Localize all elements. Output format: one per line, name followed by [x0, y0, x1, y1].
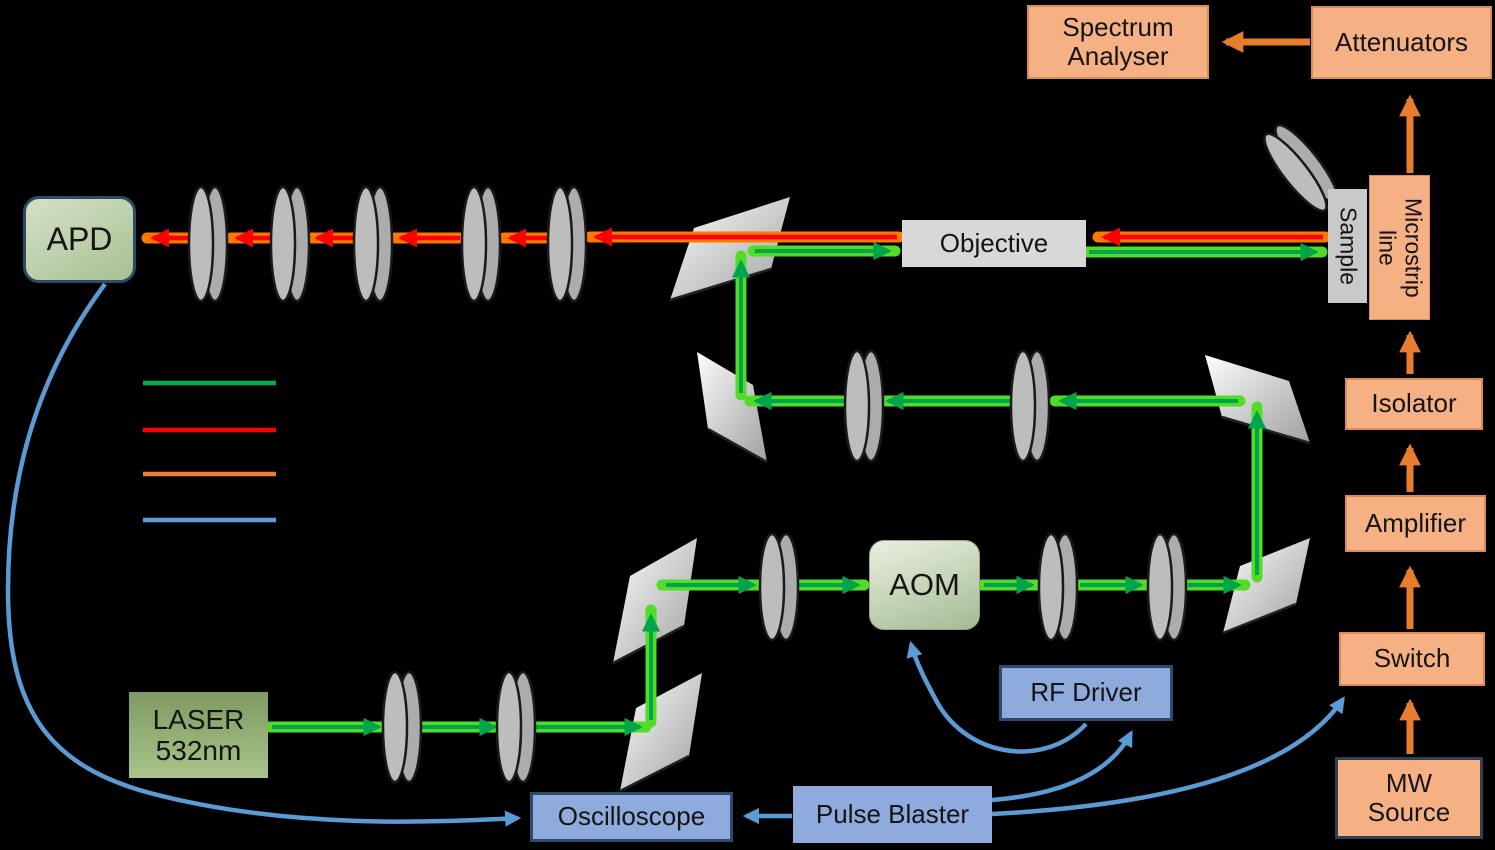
- laser-532nm-box: LASER 532nm: [129, 692, 268, 778]
- legend: [143, 380, 276, 523]
- isolator-box: Isolator: [1345, 378, 1483, 430]
- mirror-middle-right: [1205, 355, 1311, 445]
- microstrip-line-box: Microstrip line: [1369, 175, 1430, 320]
- oscilloscope-box: Oscilloscope: [530, 792, 733, 842]
- wire-apd-to-oscilloscope: [5, 282, 522, 827]
- green-laser-beam: [264, 241, 1328, 737]
- lens-icon: [1146, 532, 1188, 642]
- rf-driver-box: RF Driver: [999, 665, 1173, 721]
- wire-pulseblaster-to-switch: [991, 696, 1345, 817]
- oscilloscope-label: Oscilloscope: [557, 801, 706, 832]
- microstrip-line-label: Microstrip line: [1374, 197, 1427, 298]
- amplifier-label: Amplifier: [1364, 507, 1467, 538]
- lens-icon: [758, 532, 800, 642]
- signal-connectors: [5, 282, 1345, 827]
- lens-icon: [187, 185, 229, 303]
- red-fluorescence-beam: [141, 227, 1331, 248]
- laser-label: LASER 532nm: [152, 703, 245, 766]
- mirror-bottom-right: [1222, 538, 1310, 635]
- spectrum-analyser-box: Spectrum Analyser: [1027, 5, 1209, 79]
- lens-icon: [460, 185, 502, 303]
- rf-driver-label: RF Driver: [1030, 677, 1142, 708]
- apd-label: APD: [46, 220, 113, 257]
- sample-box: Sample: [1328, 189, 1367, 303]
- isolator-label: Isolator: [1371, 388, 1457, 419]
- attenuators-box: Attenuators: [1311, 6, 1492, 79]
- spectrum-analyser-label: Spectrum Analyser: [1062, 11, 1174, 71]
- wire-rfdriver-to-aom: [906, 640, 1088, 754]
- lens-icon: [352, 185, 394, 303]
- lens-icon: [269, 185, 311, 303]
- pulse-blaster-box: Pulse Blaster: [793, 786, 992, 843]
- lens-icon: [1009, 349, 1051, 463]
- mw-source-label: MW Source: [1367, 767, 1451, 827]
- microwave-path-arrows: [1221, 31, 1421, 754]
- amplifier-box: Amplifier: [1345, 495, 1486, 552]
- lens-icon: [381, 670, 423, 784]
- lens-group: [187, 123, 1339, 784]
- switch-label: Switch: [1373, 643, 1451, 674]
- switch-box: Switch: [1339, 632, 1485, 686]
- sample-label: Sample: [1335, 207, 1362, 285]
- lens-icon: [495, 670, 537, 784]
- lens-icon: [1037, 532, 1079, 642]
- dichroic-mirror: [669, 197, 790, 302]
- apd-detector-box: APD: [23, 196, 136, 283]
- mirror-laser-row: [619, 673, 702, 793]
- aom-label: AOM: [889, 566, 960, 602]
- mirror-middle-left: [697, 352, 768, 464]
- attenuators-label: Attenuators: [1335, 26, 1468, 57]
- pulse-blaster-label: Pulse Blaster: [815, 798, 970, 829]
- wire-pulseblaster-to-rfdriver: [991, 730, 1133, 803]
- tilted-lens-icon: [1263, 123, 1339, 213]
- objective-box: Objective: [902, 220, 1086, 267]
- lens-icon: [546, 185, 588, 303]
- aom-box: AOM: [869, 540, 980, 630]
- mw-source-box: MW Source: [1335, 757, 1483, 839]
- lens-icon: [843, 349, 885, 463]
- objective-label: Objective: [939, 227, 1049, 258]
